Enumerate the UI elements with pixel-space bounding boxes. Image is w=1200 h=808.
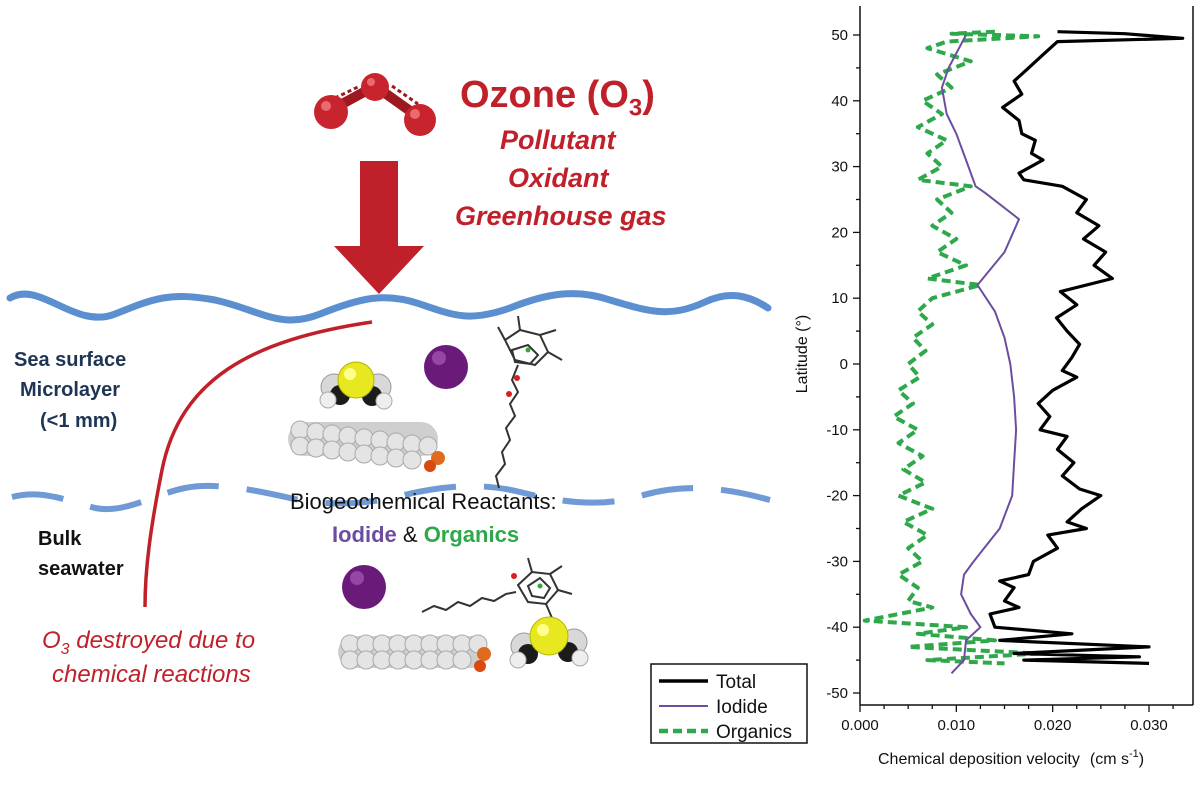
reactants-heading: Biogeochemical Reactants:: [290, 489, 557, 514]
bulk-seawater-label-line1: Bulk: [38, 528, 82, 550]
microlayer-boundary-dashed: [11, 482, 771, 513]
ozone-down-arrow: [334, 161, 424, 294]
y-tick-label: 30: [831, 159, 848, 176]
x-tick-label: 0.000: [841, 717, 879, 734]
microlayer-label-line2: Microlayer: [20, 379, 121, 401]
series-line-organics: [862, 29, 1041, 666]
chlorophyll-molecule-icon-lower: [421, 557, 573, 619]
y-tick-label: -50: [826, 685, 848, 702]
series-line-iodide: [940, 34, 1020, 674]
y-tick-label: 0: [840, 356, 848, 373]
x-axis-label: Chemical deposition velocity(cm s-1): [878, 748, 1144, 768]
legend-label-organics: Organics: [716, 722, 792, 743]
y-tick-label: -30: [826, 553, 848, 570]
microlayer-label-line3: (<1 mm): [40, 410, 118, 432]
legend-label-total: Total: [716, 672, 756, 693]
ozone-role-pollutant: Pollutant: [500, 125, 616, 155]
legend-label-iodide: Iodide: [716, 697, 768, 718]
ozone-role-oxidant: Oxidant: [508, 163, 609, 193]
y-tick-label: 20: [831, 224, 848, 241]
fatty-acid-molecule-icon: [288, 420, 445, 472]
y-tick-label: -10: [826, 422, 848, 439]
x-tick-label: 0.020: [1034, 717, 1072, 734]
y-tick-label: -40: [826, 619, 848, 636]
reactant-ampersand: &: [396, 522, 424, 547]
sea-surface-wave: [6, 290, 772, 324]
reactant-organics: Organics: [423, 522, 520, 547]
reactant-iodide: Iodide: [332, 522, 397, 547]
y-tick-label: 10: [831, 290, 848, 307]
dms-molecule-icon: [319, 361, 393, 410]
ozone-destroyed-line2: chemical reactions: [52, 661, 251, 688]
bulk-seawater-label-line2: seawater: [38, 558, 124, 580]
ozone-title: Ozone (O3): [460, 74, 655, 122]
ozone-destroyed-line1: O3 destroyed due to: [42, 627, 256, 658]
chart-axes: -50 -40 -30 -20 -10 0 10 20 30 40 50 0.000 0.010 0.02…: [826, 6, 1194, 734]
fatty-acid-molecule-icon-lower: [338, 634, 491, 672]
y-tick-label: 50: [831, 27, 848, 44]
plot-series: [862, 29, 1185, 674]
ozone-molecule-icon: [314, 73, 436, 136]
ozone-depletion-curve: [143, 320, 373, 608]
x-tick-label: 0.010: [938, 717, 976, 734]
iodide-ion-icon: [424, 345, 468, 389]
x-tick-label: 0.030: [1130, 717, 1168, 734]
iodide-ion-icon-lower: [342, 565, 386, 609]
dms-molecule-icon-lower: [509, 616, 589, 669]
y-tick-label: -20: [826, 488, 848, 505]
chlorophyll-molecule-icon: [494, 315, 563, 489]
microlayer-label-line1: Sea surface: [14, 349, 127, 371]
y-tick-label: 40: [831, 93, 848, 110]
reactants-list: Iodide & Organics: [332, 522, 519, 548]
y-axis-label: Latitude (°): [794, 315, 811, 393]
ozone-role-greenhouse: Greenhouse gas: [455, 201, 667, 231]
series-line-total: [988, 30, 1185, 665]
